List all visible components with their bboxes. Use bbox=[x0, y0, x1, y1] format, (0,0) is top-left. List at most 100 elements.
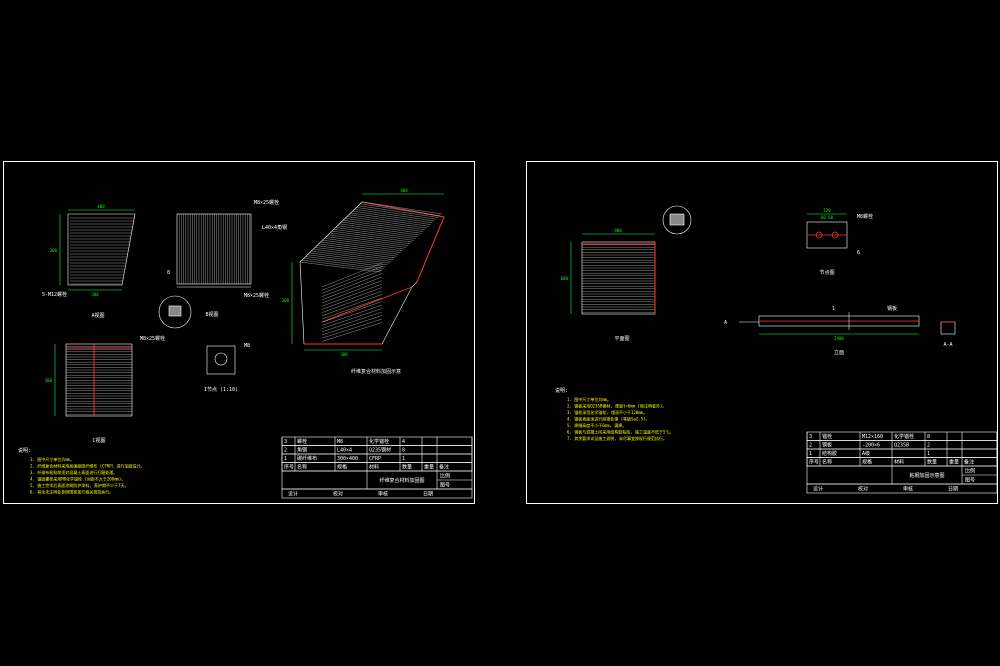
right-title-block-cell: 序号 bbox=[809, 459, 819, 466]
node-callout-1: M8螺栓 bbox=[857, 213, 873, 220]
right-title-block-footer-cell: 校对 bbox=[858, 486, 868, 493]
right-title-block-cell: M12×160 bbox=[862, 434, 883, 440]
note-line: 3. 锚栓采用化学锚栓, 埋深不小于120mm。 bbox=[567, 409, 647, 415]
right-title-block-cell: 名称 bbox=[822, 459, 832, 466]
right-title-block-sheet-no: 图号 bbox=[965, 478, 975, 484]
left-title-block-footer-cell: 校对 bbox=[333, 491, 343, 498]
top-callout-4: 8 bbox=[167, 270, 170, 276]
left-title-block-cell: Q235钢材 bbox=[369, 447, 391, 454]
front-view-outline bbox=[67, 213, 136, 286]
left-title-block-cell: 4 bbox=[402, 439, 405, 445]
side-callout: M8×25螺栓 bbox=[140, 335, 165, 342]
top-callout-2: L40×4角钢 bbox=[262, 224, 287, 231]
right-title-block-cell: 材料 bbox=[894, 459, 904, 466]
iso-hatch bbox=[307, 254, 388, 266]
note-line: 4. 钢板表面须进行除锈处理 (等级Sa2.5)。 bbox=[567, 416, 650, 422]
iso-hatch-lower bbox=[321, 315, 383, 336]
iso-hatch bbox=[299, 261, 381, 273]
plan-caption: 平面图 bbox=[614, 336, 629, 342]
top-detail-circle bbox=[158, 295, 192, 329]
left-title-block-cell: 数量 bbox=[402, 464, 412, 471]
right-title-block-cell: 备注 bbox=[964, 459, 974, 466]
left-title-block-cell: 3 bbox=[284, 439, 287, 445]
iso-hatch bbox=[320, 241, 401, 253]
top-view-caption: B视图 bbox=[205, 311, 218, 318]
right-title-block-footer-cell: 审核 bbox=[903, 486, 913, 493]
left-title-block-cell: 1 bbox=[284, 456, 287, 462]
notes-title: 说明: bbox=[18, 447, 31, 454]
iso-hatch-lower bbox=[321, 322, 383, 342]
right-title-block-cell: A级 bbox=[862, 450, 870, 457]
front-dim-side-label: 300 bbox=[50, 248, 58, 253]
right-title-block-cell: 重量 bbox=[949, 459, 959, 466]
iso-hatch bbox=[313, 249, 394, 260]
iso-hatch bbox=[318, 243, 399, 255]
left-title-block-footer-cell: 审核 bbox=[378, 491, 388, 498]
left-title-block-scale: 比例 bbox=[440, 473, 450, 480]
detail-circle bbox=[214, 352, 228, 366]
note-line: 1. 图中尺寸单位为mm。 bbox=[567, 396, 611, 402]
elev-callout-1: 1 bbox=[832, 306, 835, 312]
iso-hatch bbox=[316, 245, 397, 257]
left-title-block-cell: 角钢 bbox=[297, 447, 307, 454]
right-title-block-cell: 8 bbox=[927, 434, 930, 440]
right-title-block-cell: 1 bbox=[809, 451, 812, 457]
note-line: 5. 焊缝高度不小于6mm, 满焊。 bbox=[567, 422, 626, 428]
iso-hatch-lower bbox=[321, 266, 383, 291]
iso-dim-bottom-label: 300 bbox=[340, 352, 348, 357]
plan-detail-box bbox=[669, 213, 685, 226]
right-title-block-footer bbox=[806, 483, 998, 494]
left-title-block-footer-cell: 设计 bbox=[288, 491, 298, 498]
detail-caption: I节点 (1:10) bbox=[204, 387, 238, 393]
note-line: 3. 纤维布粘贴前须对混凝土表面进行打磨处理。 bbox=[30, 469, 117, 475]
iso-hatch-lower bbox=[321, 304, 383, 326]
iso-dim-side-label: 300 bbox=[282, 298, 290, 303]
iso-hatch bbox=[341, 221, 422, 234]
iso-red-edge bbox=[361, 201, 445, 283]
iso-view-caption: 纤维复合材料加固示意 bbox=[351, 368, 401, 375]
note-line: 6. 其余未注明处参照国家现行相关规范执行。 bbox=[30, 489, 113, 495]
node-callout-2: 6 bbox=[857, 250, 860, 256]
elev-callout-a: A bbox=[724, 320, 727, 326]
left-title-block-footer-cell: 日期 bbox=[423, 492, 433, 498]
top-view-outline bbox=[176, 213, 252, 285]
iso-hatch bbox=[345, 218, 426, 230]
note-line: 2. 钢板采用Q235B钢材, 厚度t=6mm (除注明者外)。 bbox=[567, 403, 666, 409]
iso-hatch-lower bbox=[321, 273, 383, 297]
front-dim-top-label: 400 bbox=[97, 204, 105, 209]
right-title-block-footer-cell: 日期 bbox=[948, 487, 958, 493]
right-title-block-cell: 2 bbox=[927, 443, 930, 449]
iso-hatch-lower bbox=[321, 297, 383, 320]
left-title-block-sheet-no: 图号 bbox=[440, 483, 450, 489]
iso-hatch bbox=[301, 260, 382, 271]
right-title-block-cell: 结构胶 bbox=[822, 450, 837, 457]
iso-hatch bbox=[309, 252, 390, 264]
left-title-block-cell: 名称 bbox=[297, 464, 307, 471]
iso-hatch bbox=[335, 227, 416, 239]
iso-hatch bbox=[333, 229, 414, 241]
iso-hatch bbox=[346, 216, 427, 229]
iso-hatch bbox=[348, 214, 429, 227]
left-title-block-drawing-name: 纤维复合材料加固图 bbox=[379, 477, 424, 484]
note-line: 7. 其余要求详见施工说明, 未尽事宜按现行规范执行。 bbox=[567, 435, 667, 441]
right-title-block-scale: 比例 bbox=[965, 468, 975, 475]
left-title-block-cell: CFRP bbox=[369, 456, 381, 462]
left-title-block-cell: 规格 bbox=[337, 464, 347, 471]
iso-hatch-lower bbox=[321, 280, 383, 304]
iso-hatch-lower bbox=[321, 283, 383, 307]
iso-hatch bbox=[324, 238, 405, 250]
elev-caption: 立面 bbox=[834, 349, 844, 356]
iso-hatch bbox=[356, 207, 437, 220]
left-title-block-cell: 材料 bbox=[369, 464, 379, 471]
right-title-block-cell: 2 bbox=[809, 443, 812, 449]
iso-hatch bbox=[352, 210, 433, 223]
iso-hatch bbox=[326, 236, 407, 248]
right-title-block-cell: 钢板 bbox=[822, 442, 832, 449]
front-callout: 5-M12螺栓 bbox=[42, 291, 67, 298]
left-title-block-cell: 2 bbox=[284, 448, 287, 454]
left-title-block-cell: 8 bbox=[402, 448, 405, 454]
iso-red-diag bbox=[321, 286, 413, 323]
